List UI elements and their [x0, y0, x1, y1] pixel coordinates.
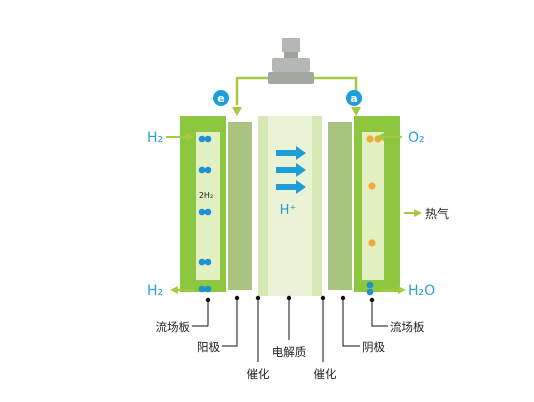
svg-text:e: e [217, 92, 224, 105]
callout-cathode: 阴极 [362, 340, 385, 354]
h2-out-arrow [170, 286, 194, 294]
heat-label: 热气 [425, 206, 449, 221]
callout-electrolyte: 电解质 [272, 345, 307, 359]
electron-badge-icon: e [213, 90, 229, 106]
h2-in-arrow [166, 133, 194, 141]
callout-anode: 阳极 [197, 340, 220, 354]
h2o-out-arrow [378, 286, 406, 294]
proton-label: H⁺ [280, 203, 297, 218]
callout-leaders [192, 298, 388, 362]
h2-in-label: H₂ [147, 130, 163, 146]
callout-flow-plate-right: 流场板 [390, 320, 425, 334]
h2-molecules [198, 135, 212, 293]
right-flow-plate [354, 116, 400, 292]
water-molecules [366, 281, 374, 296]
callout-flow-plate-left: 流场板 [156, 320, 191, 334]
left-flow-plate [180, 116, 226, 292]
svg-text:a: a [350, 92, 357, 105]
wire-arrow-right [351, 107, 361, 116]
o2-in-label: O₂ [408, 130, 425, 146]
callout-catalyst-right: 催化 [314, 367, 337, 381]
proton-arrows [276, 146, 306, 194]
o2-in-arrow [376, 133, 402, 141]
h2o-out-label: H₂O [408, 283, 435, 299]
electrolyte-membrane [258, 116, 322, 296]
callout-catalyst-left: 催化 [247, 367, 270, 381]
anode-layer [228, 122, 252, 290]
a-badge-icon: a [346, 90, 362, 106]
motor-icon [268, 38, 314, 84]
cathode-layer [328, 122, 352, 290]
wire-arrow-left [232, 107, 242, 116]
h2-out-label: H₂ [147, 283, 163, 299]
heat-arrow [404, 209, 422, 217]
callout-dots [205, 295, 375, 303]
h2-center-label: 2H₂ [199, 191, 213, 200]
